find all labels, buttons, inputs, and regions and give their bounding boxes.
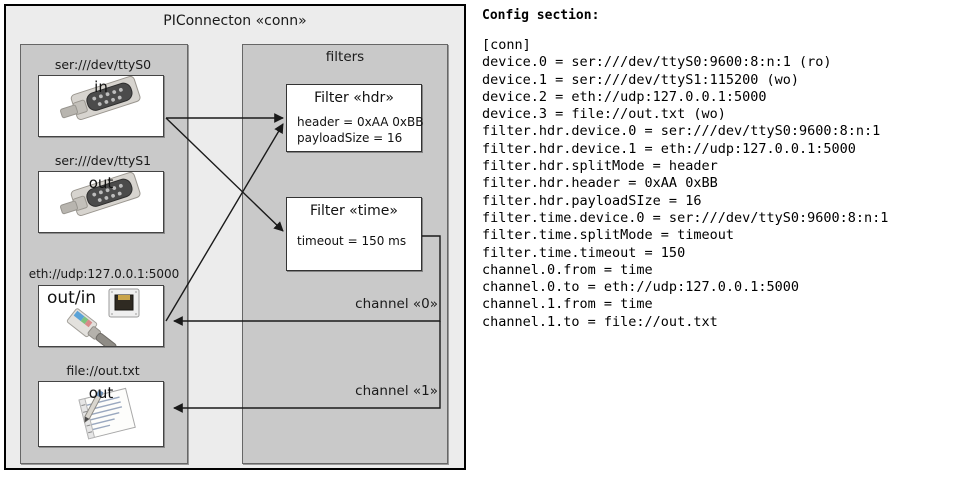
device-node-eth[interactable]: out/in: [38, 285, 164, 347]
serial-port-icon: [60, 76, 141, 120]
config-line: filter.time.timeout = 150: [482, 244, 686, 261]
config-line: channel.1.to = file://out.txt: [482, 313, 718, 330]
config-line: device.0 = ser:///dev/ttyS0:9600:8:n:1 (…: [482, 54, 832, 71]
device-label-ttyS1: ser:///dev/ttyS1: [54, 153, 152, 168]
filter-prop-timeout: timeout = 150 ms: [297, 234, 407, 248]
config-line: [conn]: [482, 37, 531, 53]
config-line: device.3 = file://out.txt (wo): [482, 106, 726, 123]
serial-port-icon: [60, 172, 141, 216]
device-node-label: out: [88, 384, 114, 402]
filter-box-hdr[interactable]: Filter «hdr» header = 0xAA 0xBB payloadS…: [286, 84, 424, 152]
config-line: filter.hdr.device.1 = eth://udp:127.0.0.…: [482, 140, 856, 157]
filter-prop-payloadsize: payloadSize = 16: [297, 131, 403, 145]
channel-label-0: channel «0»: [355, 296, 438, 312]
device-node-file[interactable]: out: [38, 381, 164, 447]
text-file-icon: [78, 387, 136, 440]
channel-label-1: channel «1»: [355, 383, 438, 399]
config-line: channel.0.from = time: [482, 261, 653, 278]
config-line: filter.hdr.device.0 = ser:///dev/ttyS0:9…: [482, 123, 881, 140]
device-label-eth: eth://udp:127.0.0.1:5000: [28, 267, 180, 281]
connection-diagram: PIConnecton «conn» ser:///dev/ttyS0 in: [4, 4, 466, 470]
device-node-ttyS1[interactable]: out: [38, 171, 164, 233]
config-line: channel.0.to = eth://udp:127.0.0.1:5000: [482, 279, 799, 296]
filters-panel-title: filters: [325, 49, 365, 65]
filter-title: Filter «time»: [310, 203, 398, 219]
device-label-ttyS0: ser:///dev/ttyS0: [54, 57, 152, 72]
config-line: device.1 = ser:///dev/ttyS1:115200 (wo): [482, 71, 799, 88]
device-node-ttyS0[interactable]: in: [38, 75, 164, 137]
devices-panel: ser:///dev/ttyS0 in: [20, 44, 188, 464]
filter-box-time[interactable]: Filter «time» timeout = 150 ms: [286, 197, 422, 271]
device-node-label: out/in: [47, 288, 97, 308]
config-line: device.2 = eth://udp:127.0.0.1:5000: [482, 88, 767, 105]
config-line: filter.hdr.payloadSIze = 16: [482, 192, 702, 209]
filter-prop-header: header = 0xAA 0xBB: [297, 115, 424, 129]
filter-title: Filter «hdr»: [314, 90, 394, 106]
device-node-label: out: [88, 174, 114, 192]
config-heading: Config section:: [482, 8, 600, 23]
config-line: filter.time.device.0 = ser:///dev/ttyS0:…: [482, 209, 889, 226]
config-line: channel.1.from = time: [482, 296, 653, 313]
device-node-label: in: [94, 78, 108, 96]
config-lines: [conn]device.0 = ser:///dev/ttyS0:9600:8…: [482, 37, 960, 331]
config-line: filter.time.splitMode = timeout: [482, 227, 734, 244]
diagram-title: PIConnecton «conn»: [163, 13, 307, 29]
config-line: filter.hdr.splitMode = header: [482, 158, 718, 175]
device-label-file: file://out.txt: [66, 363, 140, 378]
ethernet-jack-icon: [66, 288, 140, 346]
config-section: Config section: [conn]device.0 = ser:///…: [482, 8, 960, 331]
config-line: filter.hdr.header = 0xAA 0xBB: [482, 175, 718, 192]
